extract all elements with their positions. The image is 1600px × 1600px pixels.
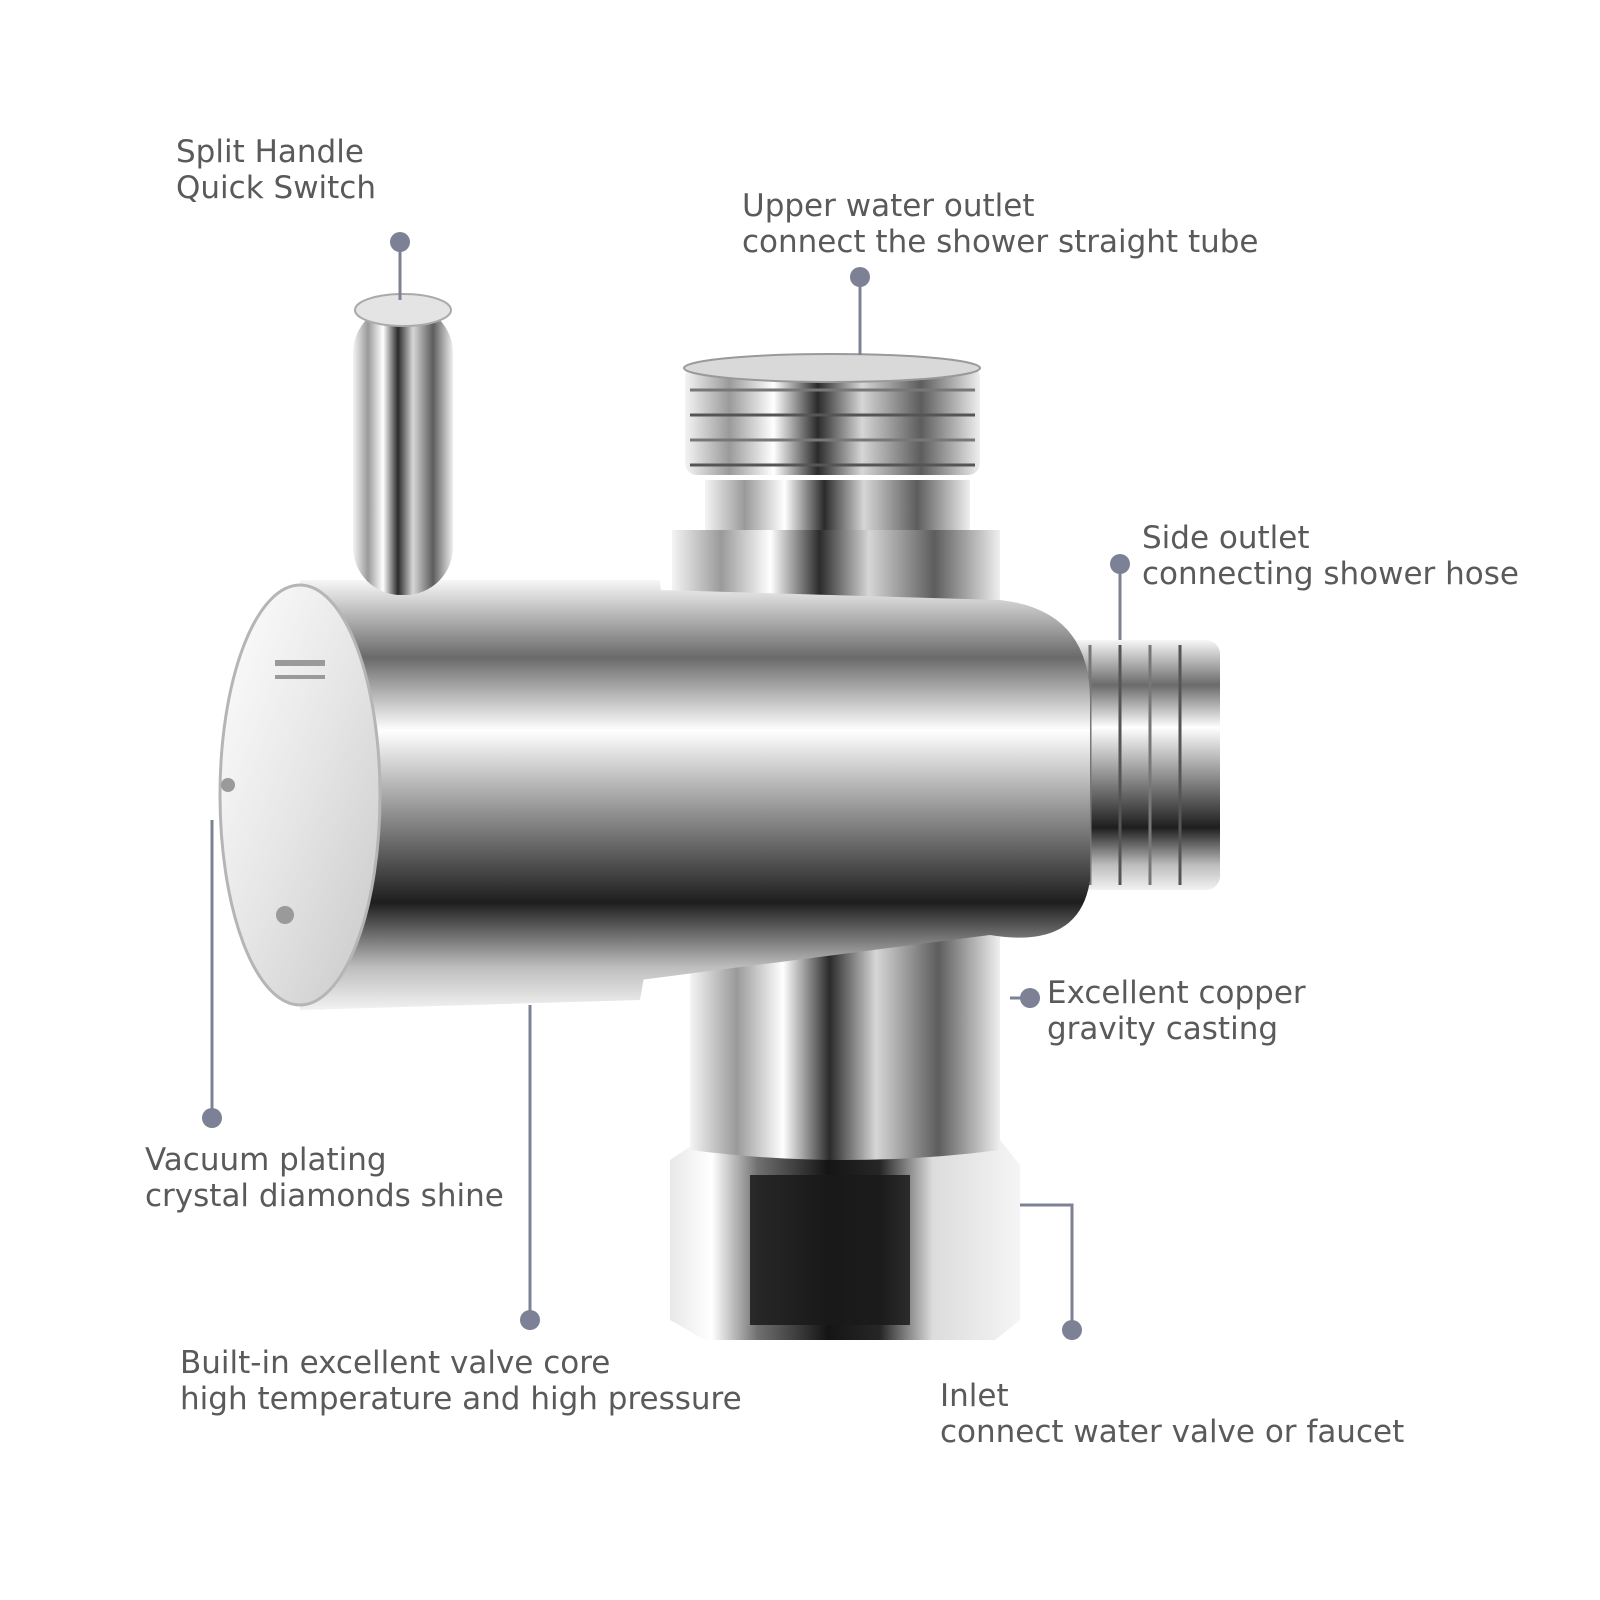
cap-markings <box>221 660 325 924</box>
leader-inlet <box>1020 1203 1074 1330</box>
annotation-valve-core: Built-in excellent valve core high tempe… <box>180 1345 742 1417</box>
dot-valve-core <box>520 1310 540 1330</box>
dot-side-outlet <box>1110 554 1130 574</box>
dot-copper-casting <box>1020 988 1040 1008</box>
annotation-upper-outlet-line1: Upper water outlet <box>742 188 1035 224</box>
annotation-inlet: Inlet connect water valve or faucet <box>940 1378 1404 1450</box>
annotation-side-outlet-line1: Side outlet <box>1142 520 1310 556</box>
annotation-side-outlet: Side outlet connecting shower hose <box>1142 520 1519 592</box>
annotation-split-handle-line1: Split Handle <box>176 134 364 170</box>
inlet-hex-nut <box>670 1140 1020 1340</box>
lower-body <box>690 920 1000 1160</box>
annotation-copper-casting-line2: gravity casting <box>1047 1011 1279 1047</box>
leader-dots <box>202 232 1130 1340</box>
annotation-upper-outlet-line2: connect the shower straight tube <box>742 224 1259 260</box>
dot-inlet <box>1062 1320 1082 1340</box>
handle-housing <box>218 580 667 1010</box>
annotation-vacuum-plating: Vacuum plating crystal diamonds shine <box>145 1142 504 1214</box>
annotation-inlet-line1: Inlet <box>940 1378 1009 1414</box>
annotation-upper-outlet: Upper water outlet connect the shower st… <box>742 188 1259 260</box>
annotation-side-outlet-line2: connecting shower hose <box>1142 556 1519 592</box>
annotation-valve-core-line1: Built-in excellent valve core <box>180 1345 611 1381</box>
upper-outlet-thread <box>683 353 981 550</box>
dot-split-handle <box>390 232 410 252</box>
annotation-valve-core-line2: high temperature and high pressure <box>180 1381 742 1417</box>
annotation-split-handle-line2: Quick Switch <box>176 170 377 206</box>
annotation-vacuum-plating-line1: Vacuum plating <box>145 1142 387 1178</box>
annotation-vacuum-plating-line2: crystal diamonds shine <box>145 1178 504 1214</box>
annotation-inlet-line2: connect water valve or faucet <box>940 1414 1405 1450</box>
annotation-split-handle: Split Handle Quick Switch <box>176 134 376 206</box>
leader-lines <box>210 245 1122 1330</box>
dot-upper-outlet <box>850 267 870 287</box>
annotation-copper-casting-line1: Excellent copper <box>1047 975 1306 1011</box>
dot-vacuum-plating <box>202 1108 222 1128</box>
annotation-copper-casting: Excellent copper gravity casting <box>1047 975 1306 1047</box>
split-handle-lever <box>353 293 453 595</box>
